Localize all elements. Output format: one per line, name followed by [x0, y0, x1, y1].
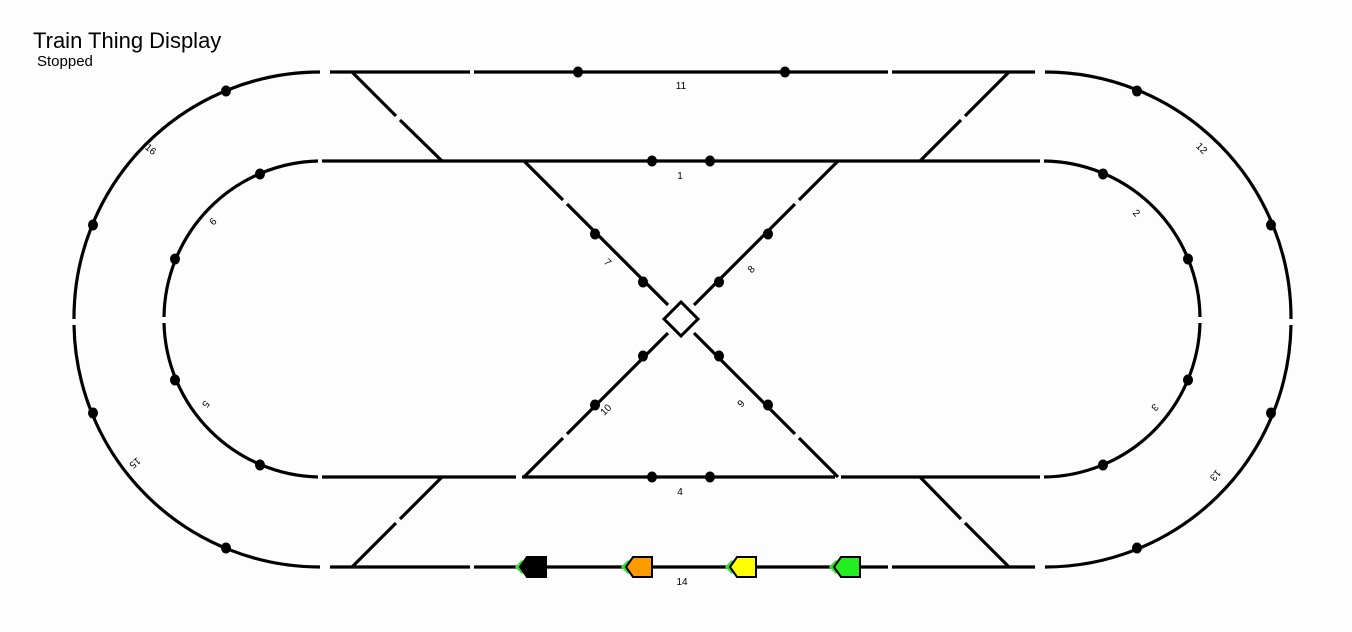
block-label-15: 15 — [126, 455, 142, 471]
block-label-9: 9 — [736, 398, 748, 410]
block-label-10: 10 — [599, 402, 615, 418]
block-label-7: 7 — [601, 257, 613, 269]
track-block-13[interactable] — [1044, 324, 1293, 569]
diamond-crossing-icon[interactable] — [661, 299, 701, 339]
outer-loop — [72, 70, 1293, 569]
block-label-4: 4 — [677, 487, 683, 498]
crossover-top-right[interactable] — [918, 70, 1011, 163]
track-block-10[interactable] — [522, 331, 670, 479]
sensor-marker[interactable] — [88, 407, 98, 419]
sensor-marker[interactable] — [1183, 253, 1193, 265]
track-block-12[interactable] — [1044, 70, 1293, 320]
block-label-2: 2 — [1130, 208, 1142, 220]
sensor-marker[interactable] — [221, 85, 231, 97]
orange-train-icon[interactable] — [620, 556, 653, 578]
crossovers — [350, 70, 1011, 569]
sensor-marker[interactable] — [590, 228, 600, 240]
status-text: Stopped — [37, 53, 93, 70]
track-block-9[interactable] — [692, 331, 840, 479]
sensor-marker[interactable] — [170, 253, 180, 265]
sensor-marker[interactable] — [88, 219, 98, 231]
train-body — [728, 556, 757, 578]
sensor-marker[interactable] — [714, 350, 724, 362]
sensor-marker[interactable] — [714, 276, 724, 288]
green-train-icon[interactable] — [828, 556, 861, 578]
sensor-marker[interactable] — [763, 399, 773, 411]
sensor-marker[interactable] — [705, 155, 715, 167]
display-title: Train Thing Display — [33, 28, 222, 53]
sensor-marker[interactable] — [1266, 219, 1276, 231]
direction-chevron-icon — [828, 559, 839, 575]
block-label-3: 3 — [1148, 401, 1160, 413]
track-block-15[interactable] — [72, 324, 321, 569]
crossover-bottom-right[interactable] — [918, 475, 1011, 569]
sensor-marker[interactable] — [221, 542, 231, 554]
block-label-5: 5 — [199, 398, 211, 410]
black-train-icon[interactable] — [514, 556, 547, 578]
sensor-marker[interactable] — [647, 155, 657, 167]
sensor-marker[interactable] — [763, 228, 773, 240]
track-block-16[interactable] — [72, 70, 321, 320]
crossover-top-left[interactable] — [350, 70, 444, 163]
direction-chevron-icon — [724, 559, 735, 575]
sensors — [88, 66, 1276, 554]
block-label-12: 12 — [1193, 141, 1209, 157]
sensor-marker[interactable] — [647, 471, 657, 483]
crossover-bottom-left[interactable] — [350, 475, 444, 569]
track-block-6[interactable] — [162, 159, 319, 318]
sensor-marker[interactable] — [573, 66, 583, 78]
block-label-14: 14 — [676, 577, 688, 588]
train-body — [518, 556, 547, 578]
train-body — [832, 556, 861, 578]
center-diagonals — [522, 159, 840, 479]
block-label-11: 11 — [676, 81, 687, 92]
sensor-marker[interactable] — [1098, 168, 1108, 180]
direction-chevron-icon — [514, 559, 525, 575]
sensor-marker[interactable] — [590, 399, 600, 411]
train-body — [624, 556, 653, 578]
block-label-1: 1 — [677, 171, 683, 182]
sensor-marker[interactable] — [1098, 459, 1108, 471]
track-block-8[interactable] — [692, 159, 840, 307]
sensor-marker[interactable] — [1266, 407, 1276, 419]
sensor-marker[interactable] — [1132, 85, 1142, 97]
track-block-5[interactable] — [162, 322, 319, 479]
block-labels: 11 1 4 14 16 6 5 15 12 2 3 13 7 8 10 9 — [126, 81, 1222, 588]
trains — [514, 556, 861, 578]
track-block-3[interactable] — [1043, 322, 1202, 479]
sensor-marker[interactable] — [705, 471, 715, 483]
sensor-marker[interactable] — [780, 66, 790, 78]
track-block-2[interactable] — [1043, 159, 1202, 318]
yellow-train-icon[interactable] — [724, 556, 757, 578]
track-block-7[interactable] — [522, 159, 670, 307]
sensor-marker[interactable] — [170, 374, 180, 386]
sensor-marker[interactable] — [255, 459, 265, 471]
direction-chevron-icon — [620, 559, 631, 575]
sensor-marker[interactable] — [255, 168, 265, 180]
sensor-marker[interactable] — [1183, 374, 1193, 386]
block-label-13: 13 — [1207, 467, 1223, 483]
block-label-6: 6 — [208, 216, 220, 228]
sensor-marker[interactable] — [1132, 542, 1142, 554]
block-label-8: 8 — [746, 264, 758, 276]
sensor-marker[interactable] — [638, 276, 648, 288]
sensor-marker[interactable] — [638, 350, 648, 362]
